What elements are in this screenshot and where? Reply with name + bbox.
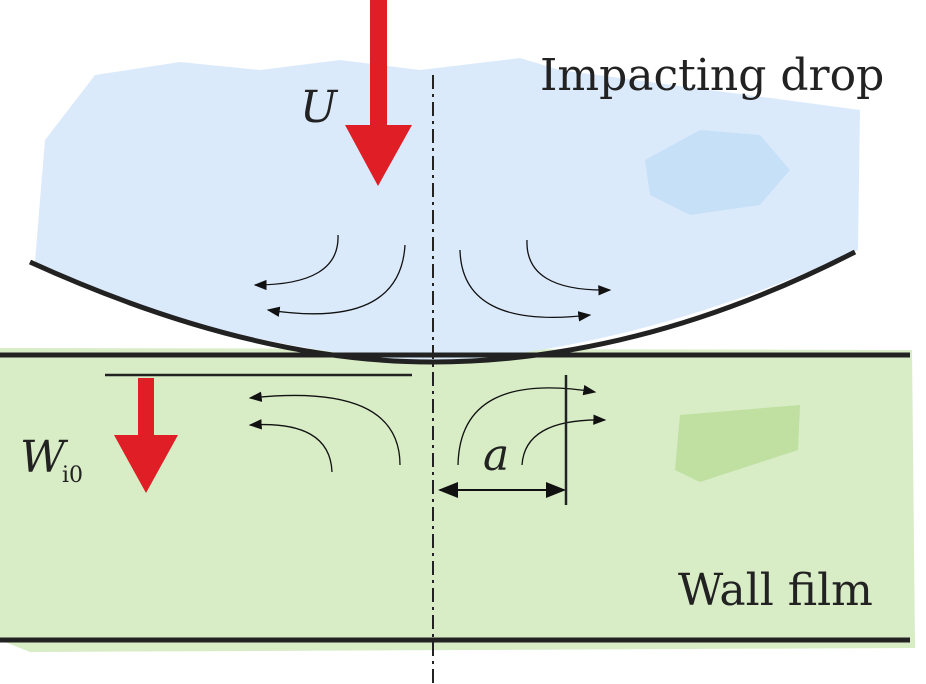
impacting-drop-label: Impacting drop [540, 50, 884, 101]
velocity-W-label: W [20, 432, 69, 483]
velocity-W-subscript: i0 [62, 463, 83, 488]
drop-surface-curve [28, 249, 857, 365]
film-patch [675, 405, 800, 482]
drop-flow-arrows [253, 234, 612, 322]
velocity-arrow-U [345, 0, 412, 186]
velocity-arrow-W [114, 378, 178, 493]
impacting-drop-region [35, 58, 860, 362]
film-flow-arrows [248, 384, 607, 473]
wall-film-label: Wall film [678, 565, 873, 616]
radius-a-label: a [483, 430, 509, 481]
velocity-U-label: U [300, 82, 339, 133]
drop-patch [645, 130, 790, 215]
